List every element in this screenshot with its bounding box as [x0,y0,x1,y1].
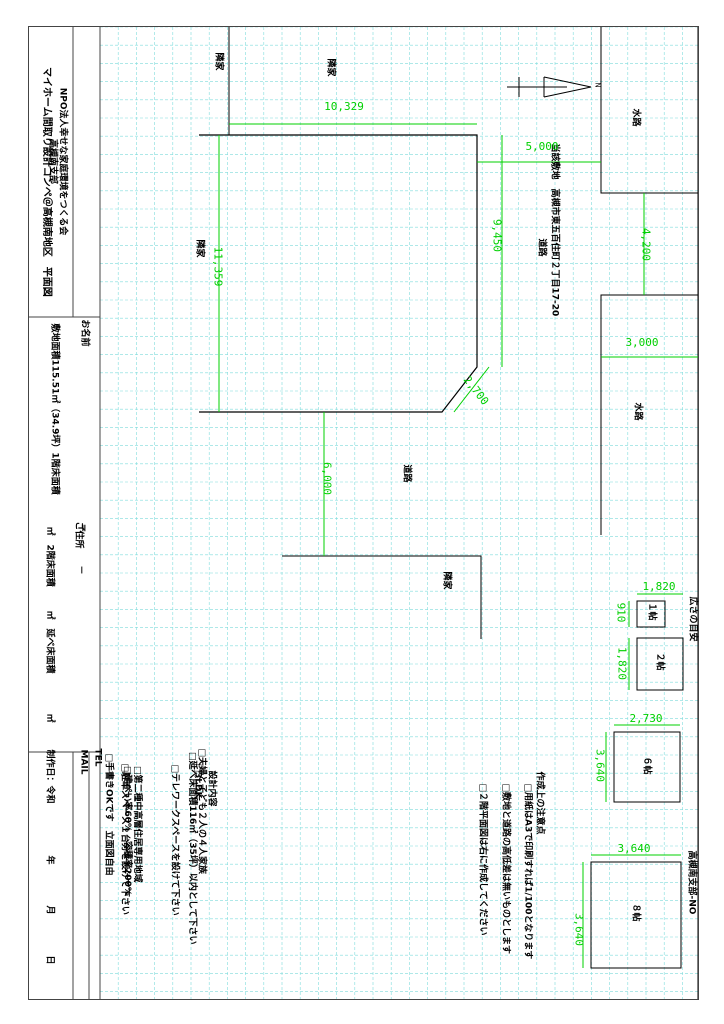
name-label: お名前 [79,319,90,347]
design-item: □手書きOKです 立面図自由 [103,753,114,876]
organizer-branch: 高槻南支部 [47,138,58,184]
waterway-top: 水路 [630,108,641,127]
unit-m2-1: ㎡ 2階床面積 [44,526,55,587]
drawing-frame: マイホーム間取り設計コンペ＠高槻南地区 平面図 NPO法人幸せな家庭環境をつくる… [28,26,699,1000]
grid-lines [99,27,698,999]
dim-11359: 11,359 [211,246,225,287]
note-item: □２階平面図は右に作成してください [477,783,488,936]
dim-910: 910 [614,602,628,623]
unit-m2-2: ㎡ 延べ床面積 [44,610,55,674]
plan-lines [29,27,698,999]
neighbor-left: 隣家 [194,239,205,258]
north-label: N [593,82,602,88]
unit-m2-3: ㎡ [44,713,55,723]
dim-1820-b: 1,820 [615,646,629,681]
dim-3640-c: 3,640 [572,912,586,947]
one-tatami-label: １帖 [646,602,657,621]
created-date-label: 制作日：令和 [44,749,55,804]
dim-6000: 6,000 [320,461,334,496]
plot-label: 当該敷地 高槻市東五百住町２丁目17-20 [549,143,560,317]
organizer-name: NPO法人幸せな家庭環境をつくる会 [57,87,68,236]
dim-1820-a: 1,820 [642,580,676,593]
note-item: □敷地と道路の高低差は無いものとします [500,783,511,955]
design-item: □テレワークスペースを設けて下さい [169,764,180,916]
design-content-heading: 設計内容 [206,770,217,807]
note-item: □用紙はA3で印刷すれば1/100となります [522,783,533,960]
waterway-mid: 水路 [632,402,643,421]
postal-dash: － [75,565,86,575]
neighbor-top-left: 隣家 [213,52,224,71]
dim-10329: 10,329 [324,100,364,113]
six-tatami-label: ６帖 [641,756,652,775]
month-label: 月 [44,905,55,915]
eight-tatami-label: ８帖 [630,903,641,922]
two-tatami-label: ２帖 [654,652,665,671]
branch-number: 高槻南支部-NO [686,850,697,915]
road-lower: 道路 [401,464,412,483]
mail-label: MAIL [78,749,89,775]
design-content: 設計内容 □夫婦と子ども２人の４人家族 □3LDK □延べ床面積116㎡（35坪… [104,749,274,984]
dim-3000: 3,000 [625,336,659,349]
neighbor-top-right: 隣家 [325,58,336,77]
dim-5000: 5,000 [525,140,559,153]
area-summary: 敷地面積115.51㎡（34.9坪）1階床面積 [49,323,60,495]
tel-label: TEL [92,748,103,767]
road-upper: 道路 [536,238,547,257]
design-item: □第二種中高層住居専用地域 [132,766,142,883]
year-label: 年 [44,855,55,865]
dim-4200: 4,200 [639,227,653,262]
notes-heading: 作成上の注意点 [534,771,545,835]
scale-guide-heading: 広さの目安 [687,596,698,642]
neighbor-bottom: 隣家 [441,571,452,590]
dim-2730: 2,730 [629,712,663,725]
address-label: ご住所 [73,521,84,549]
dim-3640-a: 3,640 [593,748,607,783]
dim-3640-b: 3,640 [617,842,651,855]
design-item: □延べ床面積116㎡（35坪）以内として下さい [187,752,197,945]
day-label: 日 [44,955,55,965]
design-item: □駐車スペース１台分を設けて下さい [119,763,130,915]
dim-9450: 9,450 [490,218,504,253]
